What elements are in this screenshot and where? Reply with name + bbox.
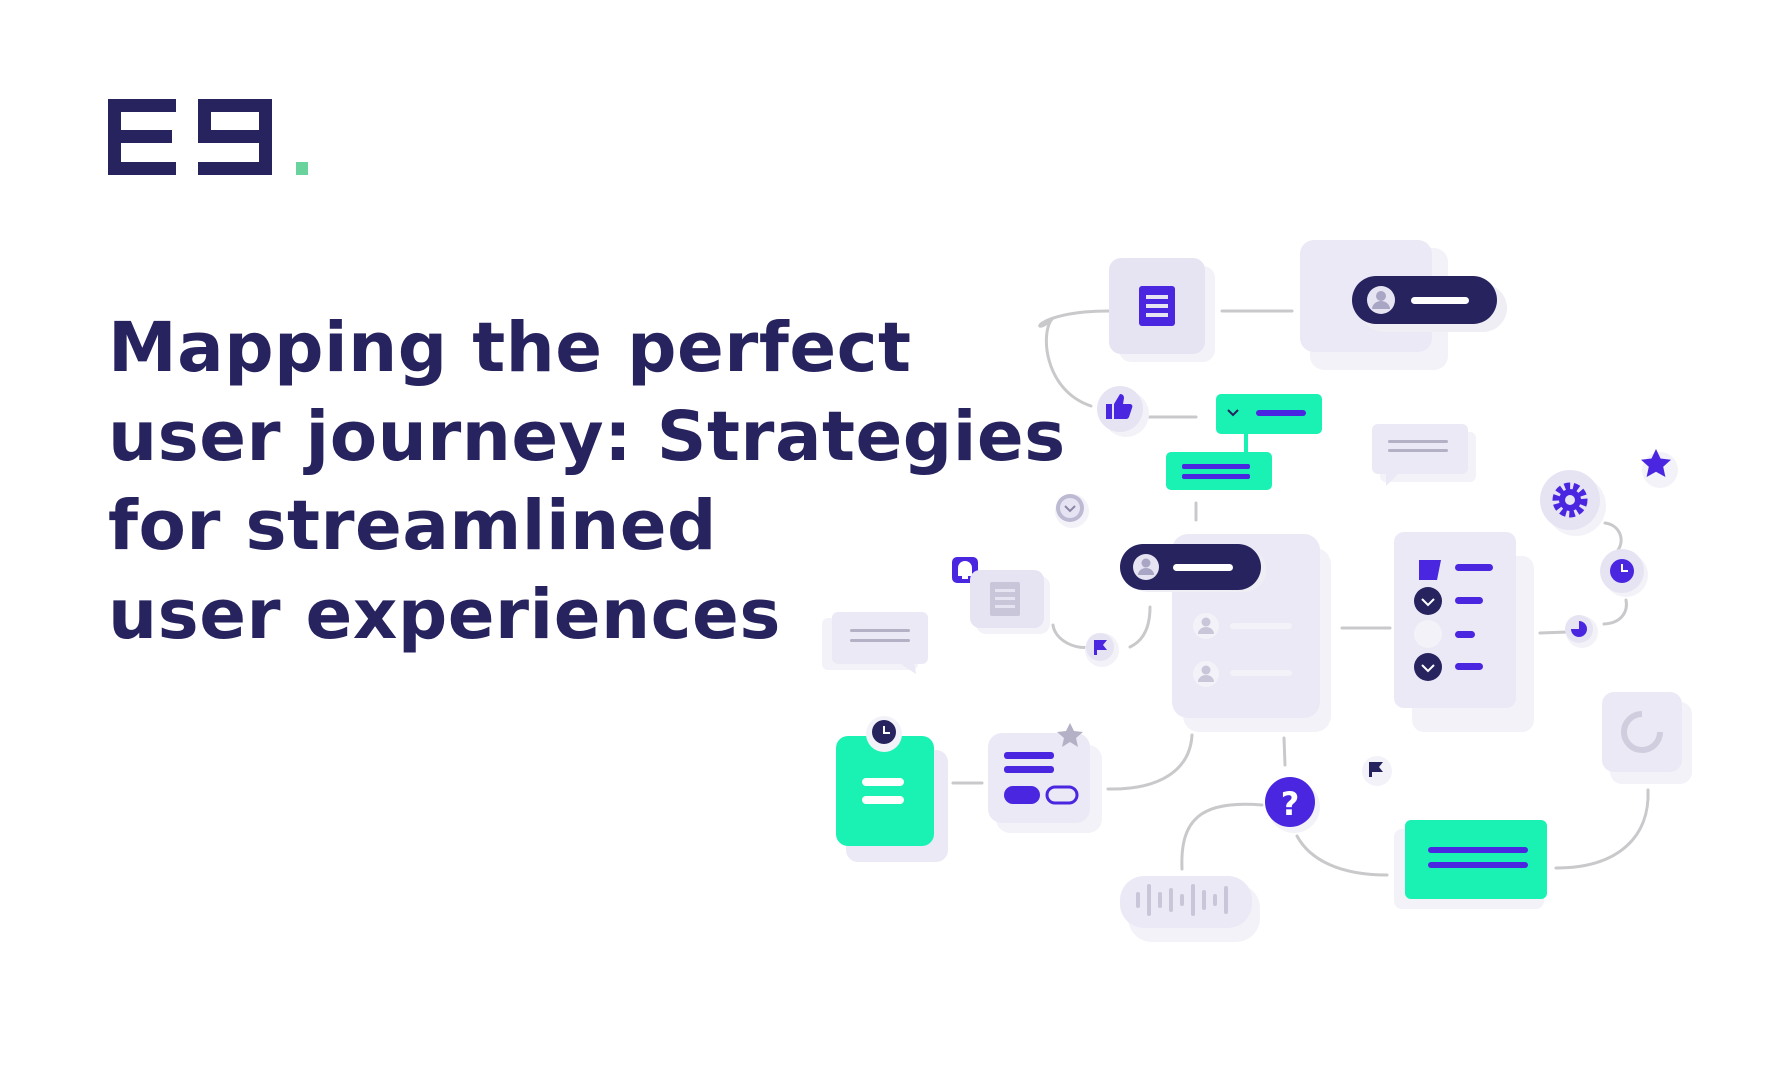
title-line-2: user journey: Strategies xyxy=(108,397,1066,477)
svg-text:?: ? xyxy=(1281,785,1300,823)
flag-icon xyxy=(1085,633,1119,667)
donut-chart-icon xyxy=(1602,692,1692,784)
clock-icon xyxy=(1600,549,1648,597)
audio-wave-icon xyxy=(1120,876,1260,942)
toggle-card-icon xyxy=(988,723,1102,833)
document-icon xyxy=(1394,820,1547,909)
chat-bubble-icon xyxy=(1372,424,1476,486)
donut-chart-icon xyxy=(1565,615,1598,648)
chat-bubble-icon xyxy=(822,612,928,674)
page-title: Mapping the perfect user journey: Strate… xyxy=(108,304,1066,660)
user-pill-icon xyxy=(1300,240,1507,370)
checklist-icon xyxy=(1394,532,1534,732)
document-icon xyxy=(1109,258,1215,362)
chevron-down-icon xyxy=(1055,494,1089,528)
chevron-down-icon xyxy=(1166,394,1322,490)
thumbs-up-icon xyxy=(1097,386,1149,437)
title-line-3: for streamlined xyxy=(108,486,717,566)
flag-icon xyxy=(1362,756,1392,786)
gear-icon xyxy=(1540,470,1606,536)
clipboard-icon xyxy=(836,716,948,862)
question-icon: ? xyxy=(1265,777,1320,833)
title-line-1: Mapping the perfect xyxy=(108,308,912,388)
document-icon xyxy=(970,570,1050,634)
user-pill-icon xyxy=(1120,534,1331,732)
e9-logo xyxy=(108,99,308,175)
title-line-4: user experiences xyxy=(108,575,781,655)
star-icon xyxy=(1640,449,1678,488)
